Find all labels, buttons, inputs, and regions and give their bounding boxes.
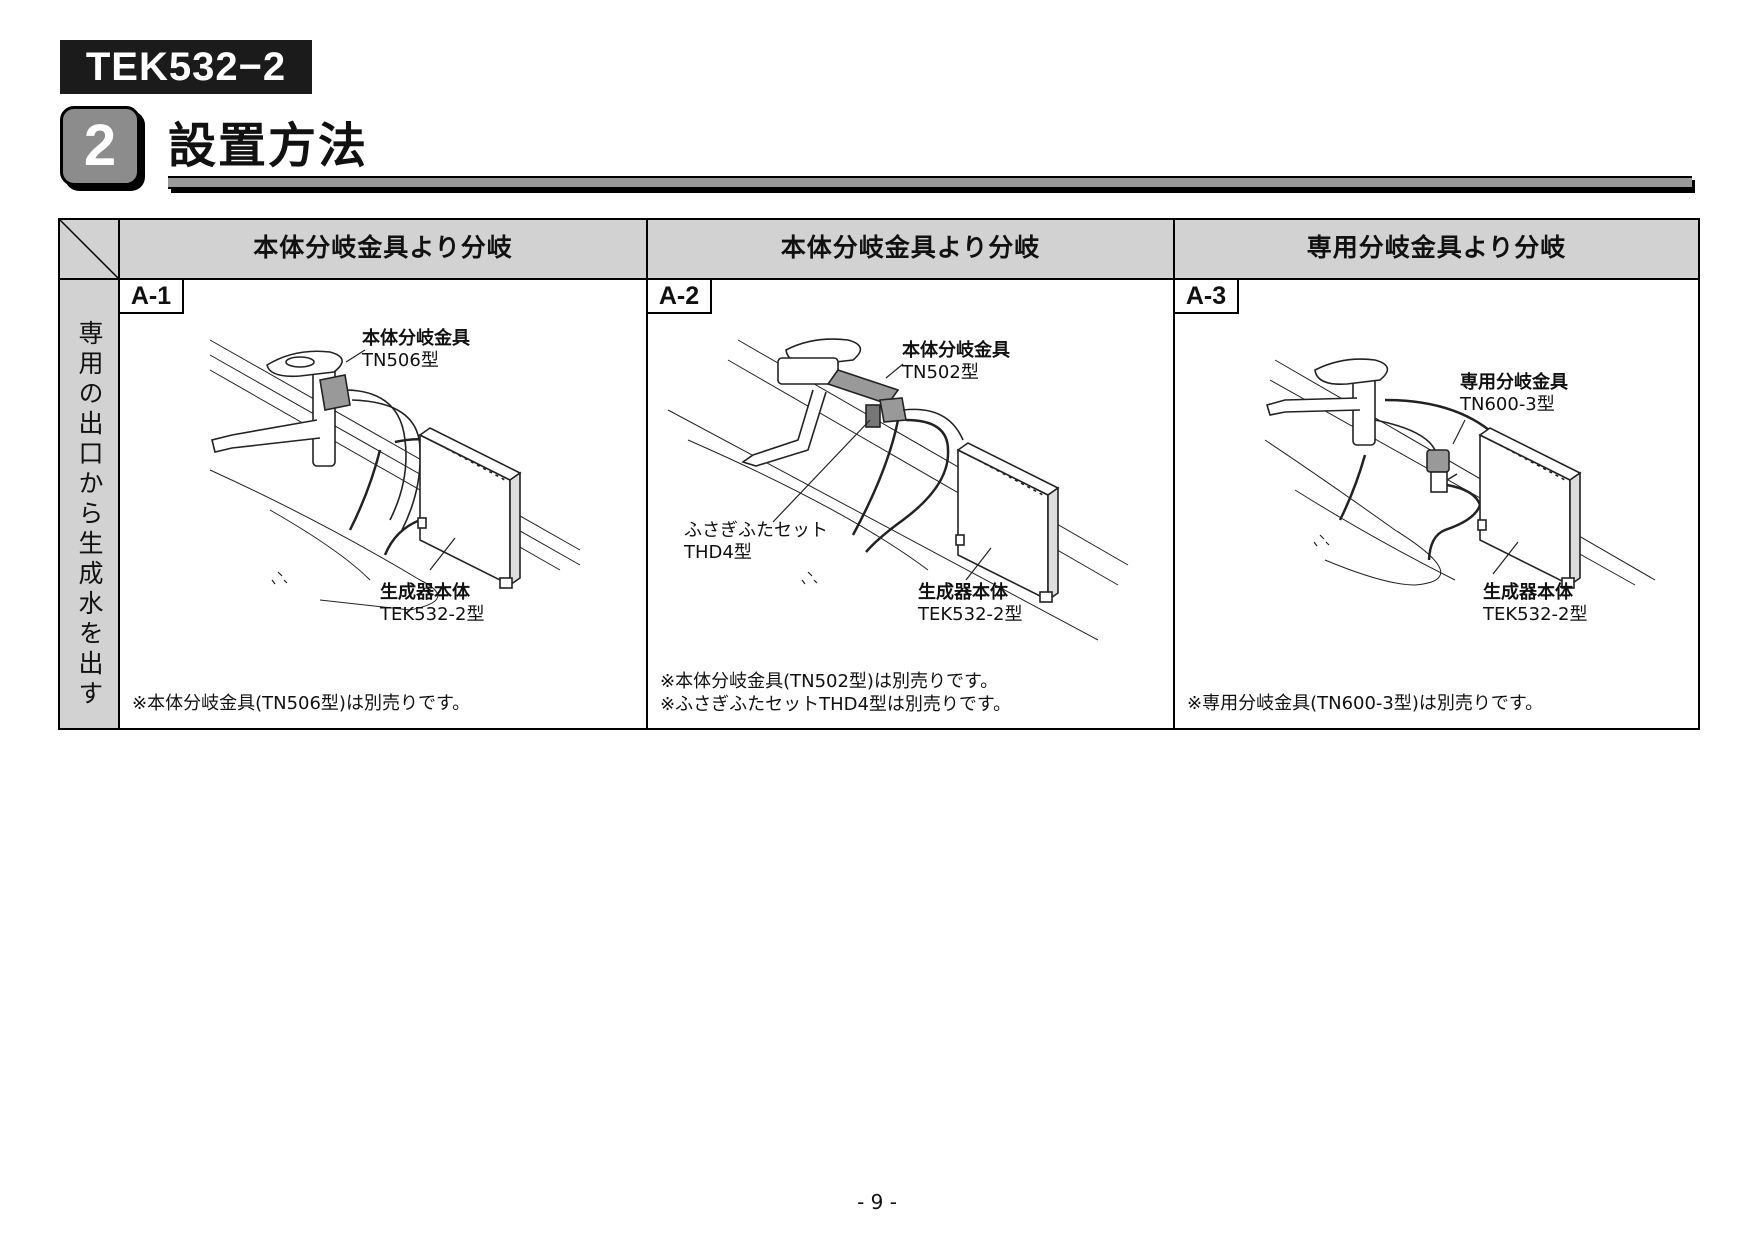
column-header-a2: 本体分岐金具より分岐 (648, 220, 1175, 280)
table-corner-cell (59, 219, 120, 280)
callout-generator-body: 生成器本体 TEK532-2型 (918, 582, 1023, 625)
column-header-a1: 本体分岐金具より分岐 (120, 220, 648, 280)
callout-generator-body: 生成器本体 TEK532-2型 (1483, 582, 1588, 625)
row-header: 専用の出口から生成水を出す (60, 280, 120, 728)
figure-label: A-1 (120, 280, 184, 314)
callout-generator-body: 生成器本体 TEK532-2型 (380, 582, 485, 625)
figure-label: A-3 (1175, 280, 1239, 314)
model-badge: TEK532−2 (60, 40, 312, 94)
column-header-a3: 専用分岐金具より分岐 (1175, 220, 1698, 280)
installation-table: 本体分岐金具より分岐 本体分岐金具より分岐 専用分岐金具より分岐 専用の出口から… (58, 218, 1700, 730)
callout-dedicated-fitting: 専用分岐金具 TN600-3型 (1460, 372, 1568, 415)
cell-a2: A-2 本体分岐金具 T (648, 280, 1175, 728)
installation-illustration-a1 (209, 339, 581, 611)
callout-branch-fitting: 本体分岐金具 TN502型 (902, 340, 1010, 383)
corner-diagonal (59, 219, 119, 279)
section-number-badge: 2 (60, 106, 140, 186)
figure-label: A-2 (648, 280, 712, 314)
note: ※専用分岐金具(TN600-3型)は別売りです。 (1187, 693, 1544, 714)
installation-illustration-a3 (1264, 358, 1656, 589)
cell-a3: A-3 専用分岐金具 T (1175, 280, 1698, 728)
callout-branch-fitting: 本体分岐金具 TN506型 (362, 328, 470, 371)
page-number: - 9 - (857, 1190, 897, 1214)
installation-illustration-a2 (667, 338, 1129, 641)
note: ※本体分岐金具(TN502型)は別売りです。 (660, 671, 999, 692)
row-header-label: 専用の出口から生成水を出す (75, 320, 104, 710)
note: ※本体分岐金具(TN506型)は別売りです。 (132, 693, 471, 714)
cell-a1: A-1 本体分岐金具 T (120, 280, 648, 728)
title-rule (168, 176, 1692, 189)
note: ※ふさぎふたセットTHD4型は別売りです。 (660, 694, 1012, 715)
section-title: 設置方法 (168, 118, 369, 174)
callout-cover-set: ふさぎふたセット THD4型 (684, 520, 828, 563)
